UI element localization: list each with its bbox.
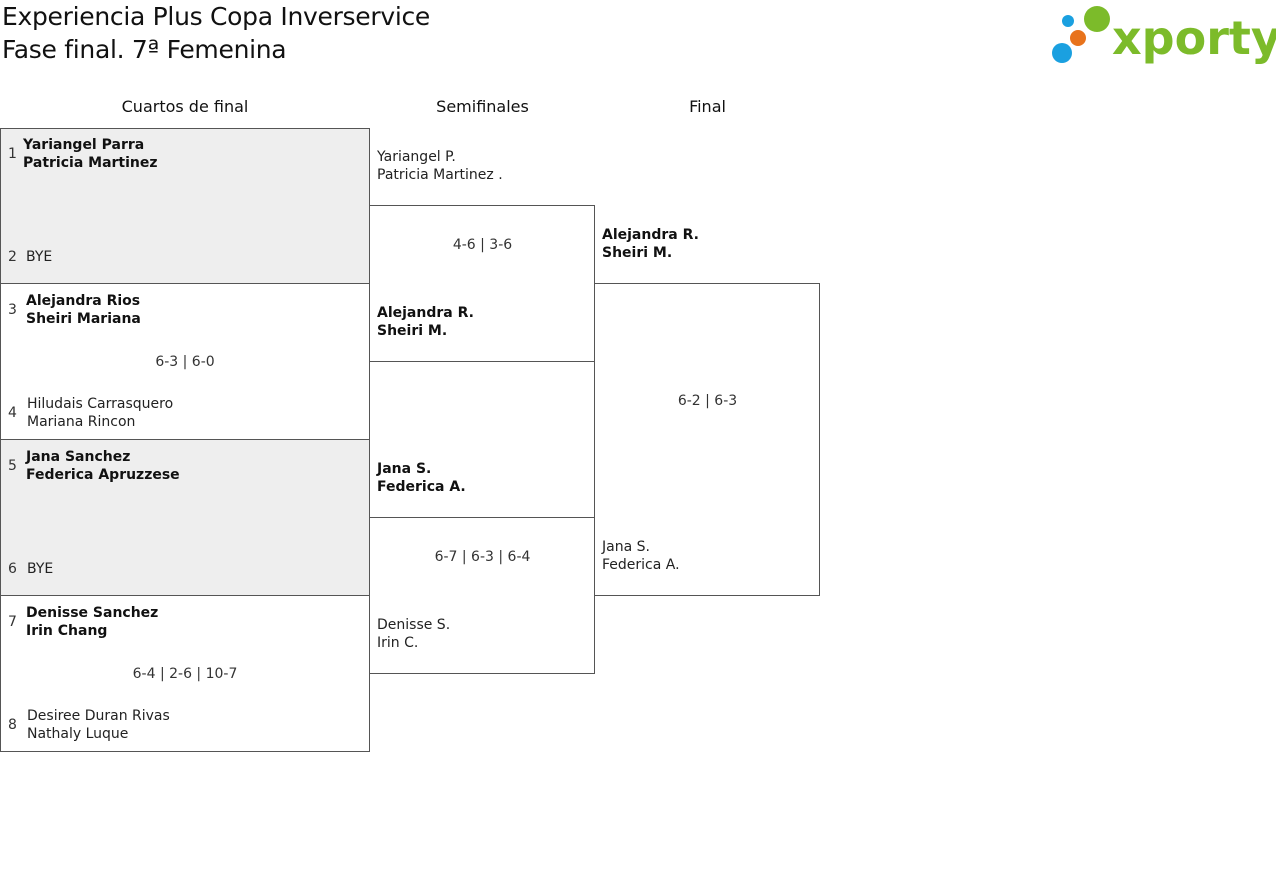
logo-text: xporty (1112, 11, 1276, 65)
match-score: 6-7 | 6-3 | 6-4 (434, 549, 531, 565)
team-entry[interactable]: Yariangel P. Patricia Martinez . (377, 148, 503, 184)
team-entry[interactable]: Alejandra R. Sheiri M. (377, 304, 474, 340)
match-score: 4-6 | 3-6 (452, 237, 513, 253)
quarter-match-1 (0, 128, 370, 284)
team-entry-bye: BYE (26, 248, 52, 266)
team-entry[interactable]: Hiludais Carrasquero Mariana Rincon (27, 395, 173, 431)
seed-number: 1 (8, 146, 17, 162)
player-name: Sheiri M. (377, 323, 448, 339)
player-name: Jana S. (602, 539, 650, 555)
player-name: Denisse Sanchez (26, 605, 159, 621)
player-name: Federica A. (602, 557, 680, 573)
quarter-match-3 (0, 439, 370, 596)
team-entry[interactable]: Desiree Duran Rivas Nathaly Luque (27, 707, 170, 743)
match-score: 6-3 | 6-0 (155, 354, 215, 370)
round-header-semis: Semifinales (436, 97, 529, 116)
xporty-logo[interactable]: xporty (1050, 4, 1276, 68)
player-name: Mariana Rincon (27, 414, 136, 430)
match-score: 6-2 | 6-3 (677, 393, 738, 409)
player-name: Federica Apruzzese (26, 467, 180, 483)
logo-dot-blue (1052, 43, 1072, 63)
player-name: Patricia Martinez . (377, 167, 503, 183)
player-name: Patricia Martinez (23, 155, 158, 171)
seed-number: 7 (8, 614, 17, 630)
team-entry[interactable]: Denisse Sanchez Irin Chang (26, 604, 158, 640)
team-entry[interactable]: Jana Sanchez Federica Apruzzese (26, 448, 180, 484)
team-entry[interactable]: Alejandra Rios Sheiri Mariana (26, 292, 141, 328)
player-name: Jana Sanchez (26, 449, 131, 465)
player-name: Yariangel Parra (23, 137, 145, 153)
player-name: Alejandra R. (377, 305, 474, 321)
seed-number: 6 (8, 561, 17, 577)
player-name: Denisse S. (377, 617, 451, 633)
logo-dot-blue-small (1062, 15, 1074, 27)
player-name: Nathaly Luque (27, 726, 129, 742)
seed-number: 2 (8, 249, 17, 265)
team-entry-bye: BYE (27, 560, 53, 578)
player-name: Irin C. (377, 635, 419, 651)
final-match (594, 283, 820, 596)
logo-dot-orange (1070, 30, 1086, 46)
player-name: Alejandra R. (602, 227, 699, 243)
phase-title: Fase final. 7ª Femenina (2, 35, 287, 64)
team-entry[interactable]: Jana S. Federica A. (377, 460, 466, 496)
round-header-final: Final (689, 97, 726, 116)
team-entry[interactable]: Denisse S. Irin C. (377, 616, 450, 652)
player-name: Jana S. (377, 461, 432, 477)
player-name: Sheiri M. (602, 245, 673, 261)
team-entry-champion[interactable]: Alejandra R. Sheiri M. (602, 226, 699, 262)
bye-label: BYE (26, 249, 53, 265)
tournament-title: Experiencia Plus Copa Inverservice (2, 2, 430, 31)
team-entry[interactable]: Yariangel Parra Patricia Martinez (23, 136, 158, 172)
seed-number: 4 (8, 405, 17, 421)
round-header-quarters: Cuartos de final (121, 97, 249, 116)
player-name: Desiree Duran Rivas (27, 708, 170, 724)
seed-number: 5 (8, 458, 17, 474)
player-name: Yariangel P. (377, 149, 456, 165)
seed-number: 3 (8, 302, 17, 318)
player-name: Sheiri Mariana (26, 311, 141, 327)
player-name: Alejandra Rios (26, 293, 141, 309)
seed-number: 8 (8, 717, 17, 733)
player-name: Federica A. (377, 479, 466, 495)
logo-dot-green (1084, 6, 1110, 32)
team-entry[interactable]: Jana S. Federica A. (602, 538, 680, 574)
bye-label: BYE (27, 561, 54, 577)
player-name: Irin Chang (26, 623, 108, 639)
player-name: Hiludais Carrasquero (27, 396, 174, 412)
match-score: 6-4 | 2-6 | 10-7 (132, 666, 238, 682)
